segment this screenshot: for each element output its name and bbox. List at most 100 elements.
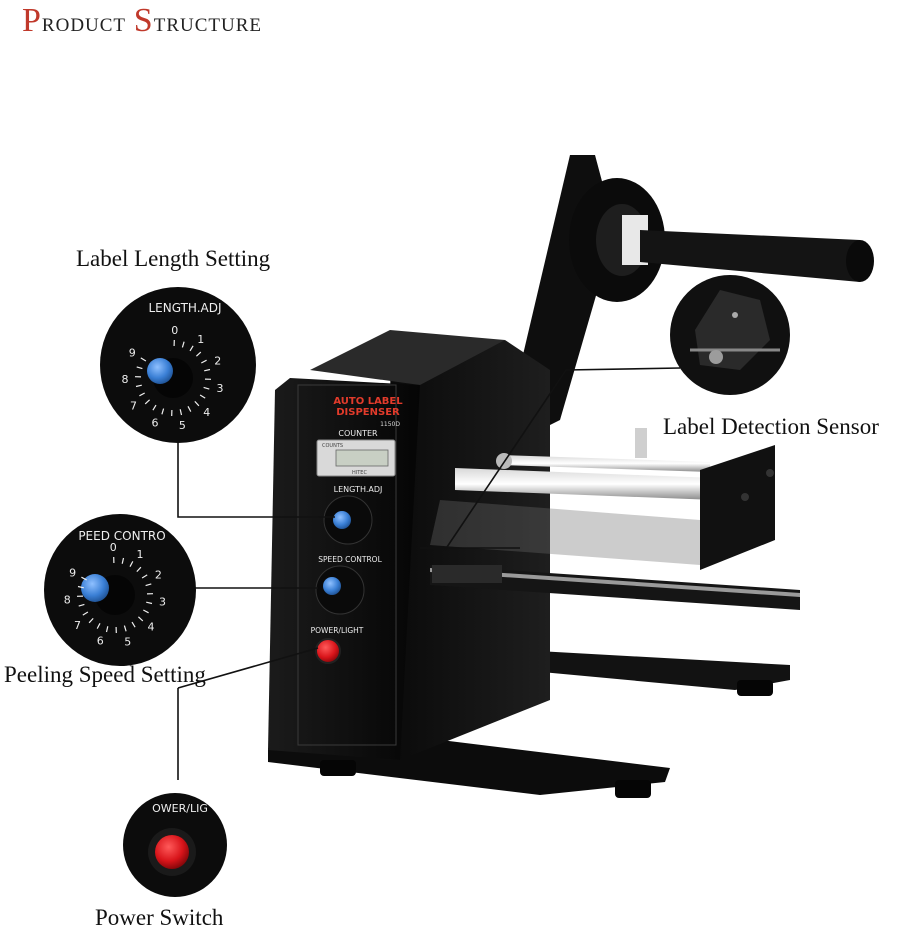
- dial-tick: [136, 566, 142, 573]
- body-top: [310, 330, 505, 385]
- brand-line-2: DISPENSER: [336, 407, 400, 418]
- dial-tick: [194, 400, 200, 407]
- dial-digit: 9: [69, 567, 76, 580]
- speed-knob-zoom: [81, 574, 109, 602]
- dial-tick: [181, 341, 185, 348]
- dial-tick: [82, 611, 89, 616]
- dial-tick: [139, 392, 145, 397]
- brand-line-1: AUTO LABEL: [333, 396, 403, 407]
- dial-tick: [77, 585, 84, 589]
- callout-label-length: Label Length Setting: [76, 246, 271, 271]
- title-initial-p: P: [22, 2, 42, 39]
- svg-text:LENGTH.ADJ: LENGTH.ADJ: [148, 301, 221, 315]
- foot: [737, 680, 773, 696]
- power-button[interactable]: [315, 638, 341, 664]
- dial-digit: 8: [64, 594, 71, 607]
- dial-digit: 6: [152, 417, 159, 430]
- dial-digit: 0: [171, 324, 178, 337]
- dial-tick: [144, 399, 151, 405]
- svg-text:PEED CONTRO: PEED CONTRO: [78, 529, 165, 543]
- callout-peeling-speed: Peeling Speed Setting: [4, 662, 206, 687]
- svg-text:OWER/LIG: OWER/LIG: [152, 802, 208, 815]
- lower-roller-highlight: [430, 568, 800, 597]
- dial-tick: [145, 583, 152, 587]
- body-side: [390, 340, 550, 760]
- dial-digit: 9: [129, 347, 136, 360]
- title-word-structure: tructure: [153, 7, 262, 37]
- dial-tick: [135, 384, 142, 388]
- bracket-screw: [741, 493, 749, 501]
- bracket-screw: [766, 469, 774, 477]
- page-title: Product Structure: [22, 2, 262, 40]
- dial-tick: [136, 366, 143, 370]
- model-number: 1150D: [380, 421, 400, 428]
- dial-tick: [187, 406, 192, 412]
- callout-label-sensor: Label Detection Sensor: [663, 414, 879, 439]
- dial-digit: 6: [97, 635, 104, 648]
- dial-tick: [195, 351, 202, 357]
- sensor-zoom: [670, 275, 790, 395]
- dial-digit: 4: [148, 621, 155, 634]
- dial-tick: [199, 394, 206, 399]
- rear-base-plate: [520, 650, 790, 690]
- power-button-zoom: [155, 835, 189, 869]
- top-roller: [500, 455, 710, 472]
- speed-knob[interactable]: [323, 577, 341, 595]
- title-word-product: roduct: [41, 7, 127, 37]
- title-initial-s: S: [133, 2, 154, 39]
- dial-digit: 3: [159, 596, 166, 609]
- counter-lcd: [335, 449, 389, 467]
- dial-tick: [137, 616, 144, 622]
- dial-digit: 3: [217, 382, 224, 395]
- power-light-label: POWER/LIGHT: [311, 626, 364, 635]
- dial-tick: [88, 617, 94, 624]
- dial-digit: 1: [197, 333, 204, 346]
- length-adj-label: LENGTH.ADJ: [334, 485, 383, 494]
- dial-digit: 7: [130, 399, 137, 412]
- side-bracket: [700, 445, 775, 570]
- dial-digit: 8: [122, 373, 129, 386]
- power-switch-zoom: OWER/LIG: [123, 793, 227, 897]
- roll-shaft: [640, 230, 860, 282]
- sensor-arm: [432, 565, 502, 583]
- dial-tick: [204, 368, 211, 372]
- label-guide-post: [635, 428, 647, 458]
- dial-tick: [105, 626, 109, 633]
- dial-tick: [121, 557, 125, 564]
- counts-label: COUNTS: [322, 443, 343, 449]
- dial-tick: [201, 359, 207, 364]
- dial-tick: [123, 625, 127, 632]
- dial-digit: 1: [137, 548, 144, 561]
- dial-digit: 0: [110, 541, 117, 554]
- dial-tick: [143, 609, 149, 614]
- dial-tick: [129, 561, 134, 567]
- dial-tick: [96, 623, 101, 629]
- dial-tick: [203, 386, 210, 390]
- speed-control-label: SPEED CONTROL: [318, 555, 382, 564]
- dial-tick: [179, 409, 183, 416]
- foot: [320, 760, 356, 776]
- dial-digit: 7: [74, 619, 81, 632]
- front-panel-border: [297, 384, 397, 746]
- dial-tick: [146, 601, 153, 605]
- callout-power-switch: Power Switch: [95, 905, 224, 930]
- callout-leader-lines: [177, 367, 681, 780]
- dial-digit: 5: [124, 635, 131, 648]
- dial-tick: [140, 357, 147, 362]
- dial-tick: [152, 404, 157, 411]
- dial-tick: [131, 621, 136, 628]
- counter-brand: HITEC: [352, 470, 367, 476]
- roll-shaft-end: [846, 240, 874, 282]
- dial-tick: [78, 603, 85, 607]
- dial-tick: [189, 345, 194, 352]
- length-knob[interactable]: [333, 511, 351, 529]
- length-knob-zoom: [147, 358, 173, 384]
- dial-tick: [141, 574, 148, 579]
- dial-tick: [81, 576, 87, 581]
- dial-digit: 4: [203, 406, 210, 419]
- upper-roller: [455, 468, 715, 500]
- dial-digit: 2: [214, 355, 221, 368]
